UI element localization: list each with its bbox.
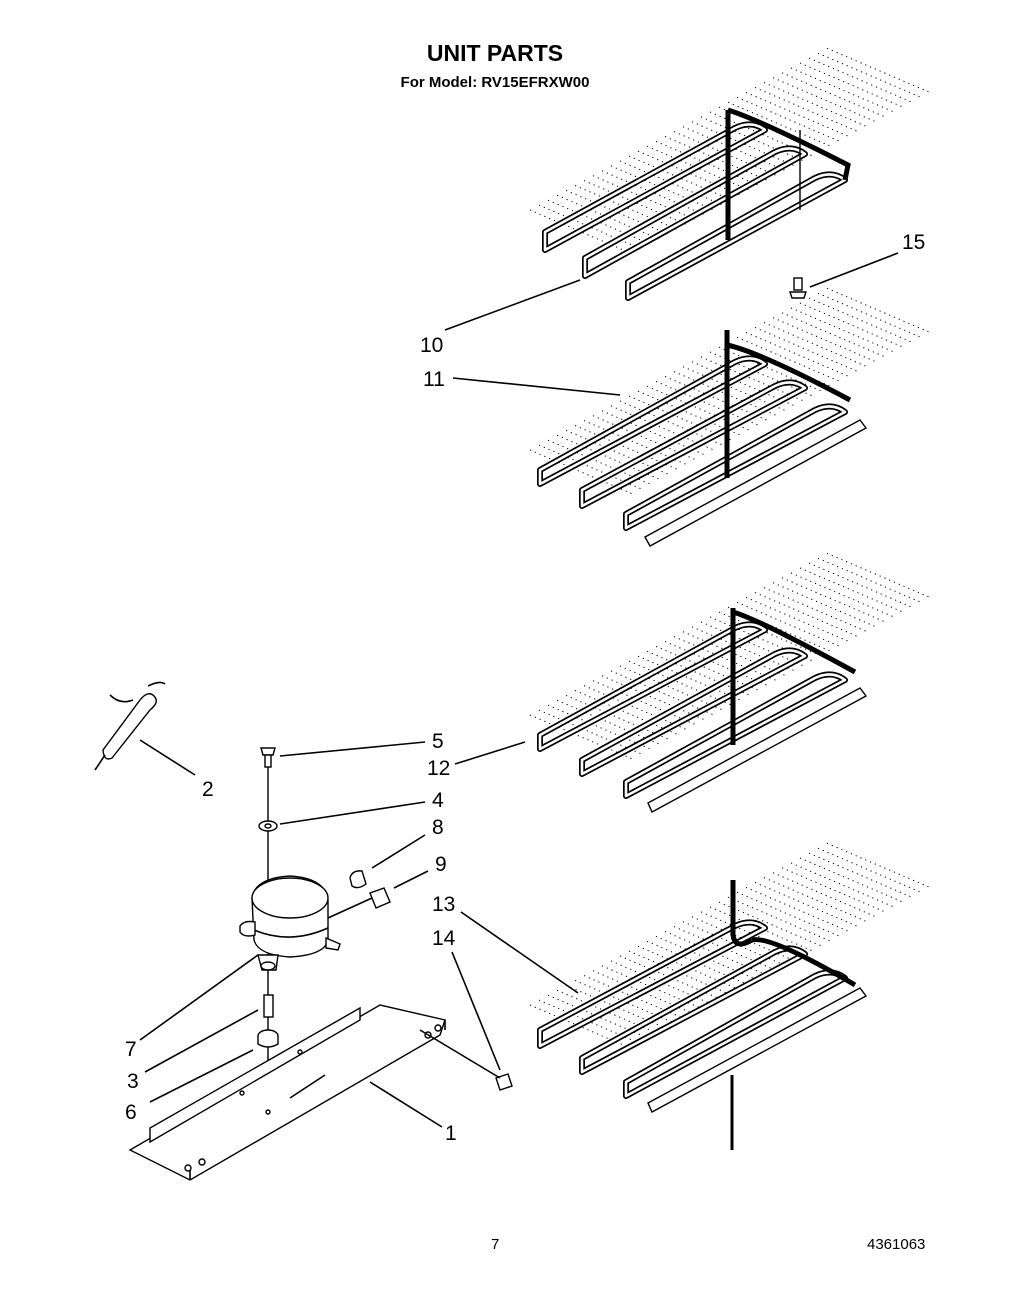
coil-fin [790, 862, 897, 909]
coil-fin [754, 882, 861, 928]
coil-fin [790, 572, 897, 619]
compressor-assembly [239, 747, 391, 1110]
coil-fin [826, 287, 933, 334]
coil-fin [826, 47, 933, 94]
coil-fin [808, 852, 915, 899]
coil-fin [772, 317, 879, 364]
leader-lines [139, 252, 899, 1128]
callout-10: 10 [420, 334, 443, 357]
coil-fin [763, 587, 870, 634]
coil-fin [745, 596, 852, 643]
coil-fin [736, 891, 843, 938]
coil-fin [772, 582, 879, 629]
coil-fin [754, 592, 861, 638]
callout-4: 4 [432, 789, 444, 812]
coil-fin [817, 292, 924, 339]
coil-fin [808, 297, 915, 344]
evaporator-coil-top [529, 47, 933, 301]
model-subtitle: For Model: RV15EFRXW00 [400, 74, 590, 91]
callout-13: 13 [432, 893, 455, 916]
callout-labels: 10 11 15 2 5 12 4 8 9 13 14 7 3 6 1 [125, 231, 925, 1145]
callout-3: 3 [127, 1070, 139, 1093]
coil-fin [781, 577, 888, 624]
coil-fin [781, 867, 888, 914]
mounting-rail-part-1 [128, 1004, 446, 1181]
coil-fin [772, 77, 879, 124]
callout-5: 5 [432, 730, 444, 753]
evaporator-coil-bottom [529, 842, 933, 1150]
evaporator-coil-second [529, 287, 933, 547]
page-number: 7 [491, 1236, 500, 1253]
coil-fin [763, 82, 870, 129]
coil-fin [826, 842, 933, 889]
coil-fin [799, 857, 906, 904]
coil-fin [826, 552, 933, 599]
coil-fin [781, 312, 888, 359]
coil-fin [790, 67, 897, 114]
coil-fin [781, 72, 888, 119]
coil-fin [727, 896, 834, 943]
callout-12: 12 [427, 757, 450, 780]
coil-fin [799, 567, 906, 614]
coil-fin [763, 877, 870, 924]
coil-fin [817, 847, 924, 894]
coil-fin [817, 557, 924, 604]
coil-fin [817, 52, 924, 99]
coil-fin [808, 562, 915, 609]
coil-fin [808, 57, 915, 104]
callout-1: 1 [445, 1122, 457, 1145]
callout-6: 6 [125, 1101, 137, 1124]
capillary-part-2 [94, 681, 166, 771]
callout-14: 14 [432, 927, 456, 950]
coil-fin [799, 302, 906, 349]
callout-7: 7 [125, 1038, 137, 1061]
page-title: UNIT PARTS [426, 40, 564, 66]
callout-2: 2 [202, 778, 214, 801]
coil-fin [799, 62, 906, 109]
callout-8: 8 [432, 816, 444, 839]
coil-fin [763, 322, 870, 369]
document-number: 4361063 [867, 1236, 926, 1253]
coil-fin [790, 307, 897, 354]
evaporator-coil-third [529, 552, 933, 813]
coil-fin [772, 872, 879, 919]
screw-part-15 [789, 277, 807, 299]
coil-fin [700, 621, 807, 668]
coil-fin [754, 327, 861, 373]
callout-9: 9 [435, 853, 447, 876]
callout-15: 15 [902, 231, 925, 254]
callout-11: 11 [423, 368, 445, 391]
